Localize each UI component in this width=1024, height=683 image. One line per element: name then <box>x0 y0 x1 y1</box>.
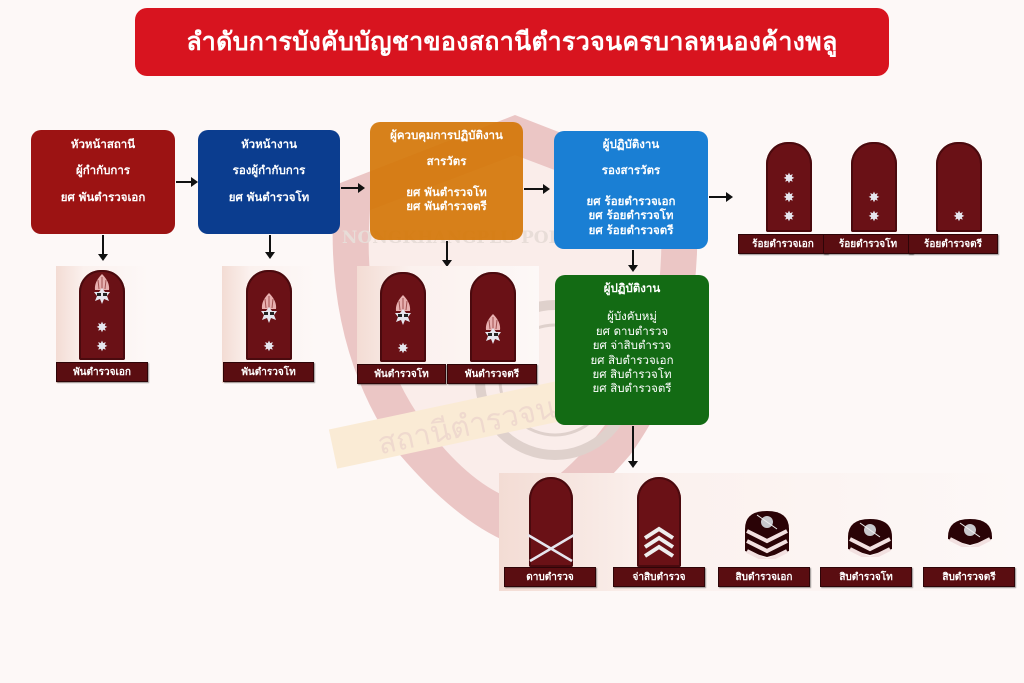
nco-rank: ยศ ดาบตำรวจ <box>595 323 669 338</box>
sub-inspector-heading: ผู้ปฏิบัติงาน <box>602 137 660 151</box>
rank-label-plate: สิบตำรวจโท <box>820 567 912 587</box>
arrow-down-icon <box>265 235 275 259</box>
nco-rank: ยศ จ่าสิบตำรวจ <box>592 338 672 353</box>
inspector-box: ผู้ควบคุมการปฏิบัติงาน สารวัตร ยศ พันตำร… <box>370 122 523 240</box>
star-icon: ✸ <box>868 190 880 206</box>
star-icon: ✸ <box>397 341 409 357</box>
rank-label-plate: ร้อยตำรวจตรี <box>908 234 998 254</box>
shoulder-board <box>851 142 897 232</box>
shoulder-board <box>936 142 982 232</box>
star-icon: ✸ <box>96 320 108 336</box>
rank-label-plate: พันตำรวจตรี <box>447 364 537 384</box>
crown-emblem-icon <box>485 314 501 344</box>
page-title-banner: ลำดับการบังคับบัญชาของสถานีตำรวจนครบาลหน… <box>135 8 889 76</box>
commander-heading: หัวหน้าสถานี <box>70 137 136 151</box>
crown-emblem-icon <box>261 293 277 323</box>
crown-emblem-icon <box>395 295 411 325</box>
nco-rank: ยศ สิบตำรวจเอก <box>590 352 674 367</box>
rank-label-plate: จ่าสิบตำรวจ <box>613 567 705 587</box>
star-icon: ✸ <box>783 209 795 225</box>
star-icon: ✸ <box>868 209 880 225</box>
deputy-position: รองผู้กำกับการ <box>232 163 306 178</box>
rank-label-plate: สิบตำรวจเอก <box>718 567 810 587</box>
rank-label-plate: พันตำรวจโท <box>357 364 446 384</box>
nco-rank: ยศ สิบตำรวจโท <box>592 366 672 381</box>
rank-label-plate: ร้อยตำรวจโท <box>823 234 913 254</box>
shoulder-board <box>637 477 681 567</box>
arrow-right-icon <box>524 184 550 194</box>
rank-patch-icon <box>848 519 892 557</box>
nco-box: ผู้ปฏิบัติงาน ผู้บังคับหมู่ ยศ ดาบตำรวจ … <box>555 275 709 425</box>
nco-rank: ยศ สิบตำรวจตรี <box>592 381 672 396</box>
rank-label-plate: พันตำรวจโท <box>223 362 314 382</box>
sub-inspector-position: รองสารวัตร <box>601 163 661 178</box>
deputy-rank: ยศ พันตำรวจโท <box>228 189 310 204</box>
arrow-down-icon <box>628 426 638 468</box>
crown-emblem-icon <box>94 274 110 304</box>
arrow-down-icon <box>442 241 452 267</box>
inspector-heading: ผู้ควบคุมการปฏิบัติงาน <box>390 128 503 142</box>
sub-inspector-rank: ยศ ร้อยตำรวจเอก <box>586 193 676 208</box>
rank-label-plate: สิบตำรวจตรี <box>923 567 1015 587</box>
inspector-rank: ยศ พันตำรวจตรี <box>406 199 487 214</box>
star-icon: ✸ <box>96 339 108 355</box>
rank-label-plate: พันตำรวจเอก <box>56 362 148 382</box>
chevrons-icon <box>643 526 675 558</box>
arrow-right-icon <box>709 192 733 202</box>
arrow-right-icon <box>341 183 365 193</box>
crossed-swords-icon <box>527 533 575 563</box>
star-icon: ✸ <box>953 209 965 225</box>
shoulder-board <box>529 477 573 567</box>
nco-position: ผู้บังคับหมู่ <box>607 309 657 324</box>
page-title: ลำดับการบังคับบัญชาของสถานีตำรวจนครบาลหน… <box>186 27 838 56</box>
inspector-position: สารวัตร <box>426 154 467 169</box>
star-icon: ✸ <box>783 171 795 187</box>
commander-position: ผู้กำกับการ <box>75 163 131 178</box>
watermark-ribbon-text: สถานีตำรวจน <box>375 390 560 462</box>
nco-heading: ผู้ปฏิบัติงาน <box>603 281 661 295</box>
rank-label-plate: ร้อยตำรวจเอก <box>738 234 828 254</box>
deputy-heading: หัวหน้างาน <box>241 137 297 151</box>
arrow-right-icon <box>176 177 198 187</box>
sub-inspector-rank: ยศ ร้อยตำรวจโท <box>588 208 674 223</box>
arrow-down-icon <box>98 235 108 261</box>
rank-patch-icon <box>745 511 789 559</box>
rank-patch-icon <box>948 519 992 547</box>
commander-rank: ยศ พันตำรวจเอก <box>60 189 146 204</box>
star-icon: ✸ <box>263 339 275 355</box>
sub-inspector-rank: ยศ ร้อยตำรวจตรี <box>588 222 674 237</box>
arrow-down-icon <box>628 250 638 272</box>
star-icon: ✸ <box>783 190 795 206</box>
rank-label-plate: ดาบตำรวจ <box>504 567 596 587</box>
shoulder-board <box>766 142 812 232</box>
sub-inspector-box: ผู้ปฏิบัติงาน รองสารวัตร ยศ ร้อยตำรวจเอก… <box>554 131 708 249</box>
deputy-box: หัวหน้างาน รองผู้กำกับการ ยศ พันตำรวจโท <box>198 130 340 234</box>
inspector-rank: ยศ พันตำรวจโท <box>406 184 487 199</box>
commander-box: หัวหน้าสถานี ผู้กำกับการ ยศ พันตำรวจเอก <box>31 130 175 234</box>
